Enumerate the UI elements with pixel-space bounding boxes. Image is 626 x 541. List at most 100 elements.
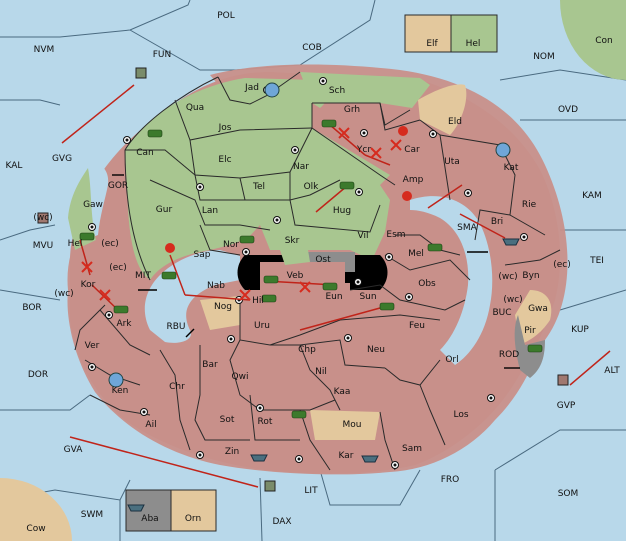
province-label: Eld [448,117,462,127]
province-label: Nog [214,302,232,312]
province-label: Ycr [356,145,371,155]
province-label: Zin [225,447,239,457]
province-label: Qua [186,103,204,113]
province-label: Bar [202,360,218,370]
province-label: GVA [64,445,84,455]
province-label: MVU [33,241,54,251]
province-label: (wc) [498,272,517,282]
province-label: TEI [589,256,604,266]
sma-sea[interactable] [410,196,493,365]
province-label: Ver [85,341,100,351]
province-label: Orl [445,355,458,365]
province-label: Con [595,36,613,46]
province-label: DOR [28,370,48,380]
province-label: ROD [499,350,519,360]
province-label: Uru [254,321,270,331]
province-elf[interactable] [404,14,452,53]
province-label: Chr [169,382,185,392]
province-label: Amp [403,175,424,185]
flag-unit-icon [37,67,569,492]
province-orn[interactable] [170,489,217,532]
dislodge-icon [165,126,412,253]
province-label: Hel [68,239,83,249]
province-label: Kar [339,451,354,461]
province-label: Gwa [528,304,548,314]
province-label: Kor [81,280,96,290]
province-label: Neu [367,345,385,355]
province-sch[interactable] [300,72,430,108]
province-label: Sch [329,86,345,96]
province-hel-north[interactable] [450,14,498,53]
province-label: Gur [156,205,173,215]
province-con[interactable] [560,0,626,80]
province-label: Mel [408,249,424,259]
province-label: NVM [34,45,55,55]
province-label: GVG [52,154,72,164]
province-label: DAX [272,517,291,527]
province-label: Grh [344,105,360,115]
province-label: Skr [285,236,300,246]
province-mou[interactable] [310,410,380,440]
province-label: MIT [135,271,151,281]
province-label: Ail [145,420,156,430]
province-label: Bri [491,217,503,227]
province-eld[interactable] [418,84,467,135]
province-label: LIT [304,486,318,496]
province-label: BOR [22,303,41,313]
province-label: Kat [504,163,519,173]
province-label: SOM [558,489,579,499]
failed-order-cross-icon [81,127,402,301]
province-label: GOR [108,181,128,191]
province-label: Nab [207,281,225,291]
province-label: KAM [582,191,602,201]
province-label: POL [217,11,235,21]
province-label: Hug [333,206,351,216]
province-label: Ost [315,255,331,265]
supply-centers [88,77,528,469]
home-center-icon [108,82,511,388]
province-label: Feu [409,321,425,331]
province-label: Qwi [232,372,249,382]
province-skr[interactable] [275,232,310,265]
province-label: Obs [418,279,436,289]
province-label: Pir [524,326,536,336]
province-label: Hel [466,39,481,49]
province-label: Sap [194,250,211,260]
green-interior [125,78,390,280]
province-gwa[interactable] [515,290,552,345]
province-label: Rot [258,417,273,427]
province-label: Car [404,145,420,155]
two-way-arrow-icon [112,174,520,369]
province-label: Uta [444,157,460,167]
province-label: KUP [571,325,589,335]
army-unit-icon [79,119,543,419]
province-nog[interactable] [200,296,240,330]
province-label: Eun [325,292,342,302]
province-borders [74,71,561,471]
province-label: SMA [457,223,477,233]
province-label: Mou [343,420,362,430]
province-label: Ken [112,386,129,396]
fleet-unit-icon [127,238,520,512]
province-label: Sot [220,415,235,425]
province-label: Sam [402,444,422,454]
province-label: Los [453,410,468,420]
province-label: (ec) [101,239,119,249]
province-label: Can [136,148,154,158]
province-label: Kaa [334,387,351,397]
province-label: Nar [293,162,309,172]
province-label: Aba [141,514,158,524]
province-cow[interactable] [0,478,72,541]
province-label: Jad [244,83,259,93]
province-label: Esm [386,230,405,240]
province-label: (ec) [553,260,571,270]
province-label: Lan [202,206,218,216]
province-label: Jos [218,123,232,133]
province-label: Nil [315,367,327,377]
province-label: (wc) [503,295,522,305]
province-label: Nor [223,240,239,250]
province-label: ALT [604,366,620,376]
province-label: Olk [304,182,320,192]
province-label: Orn [185,514,201,524]
